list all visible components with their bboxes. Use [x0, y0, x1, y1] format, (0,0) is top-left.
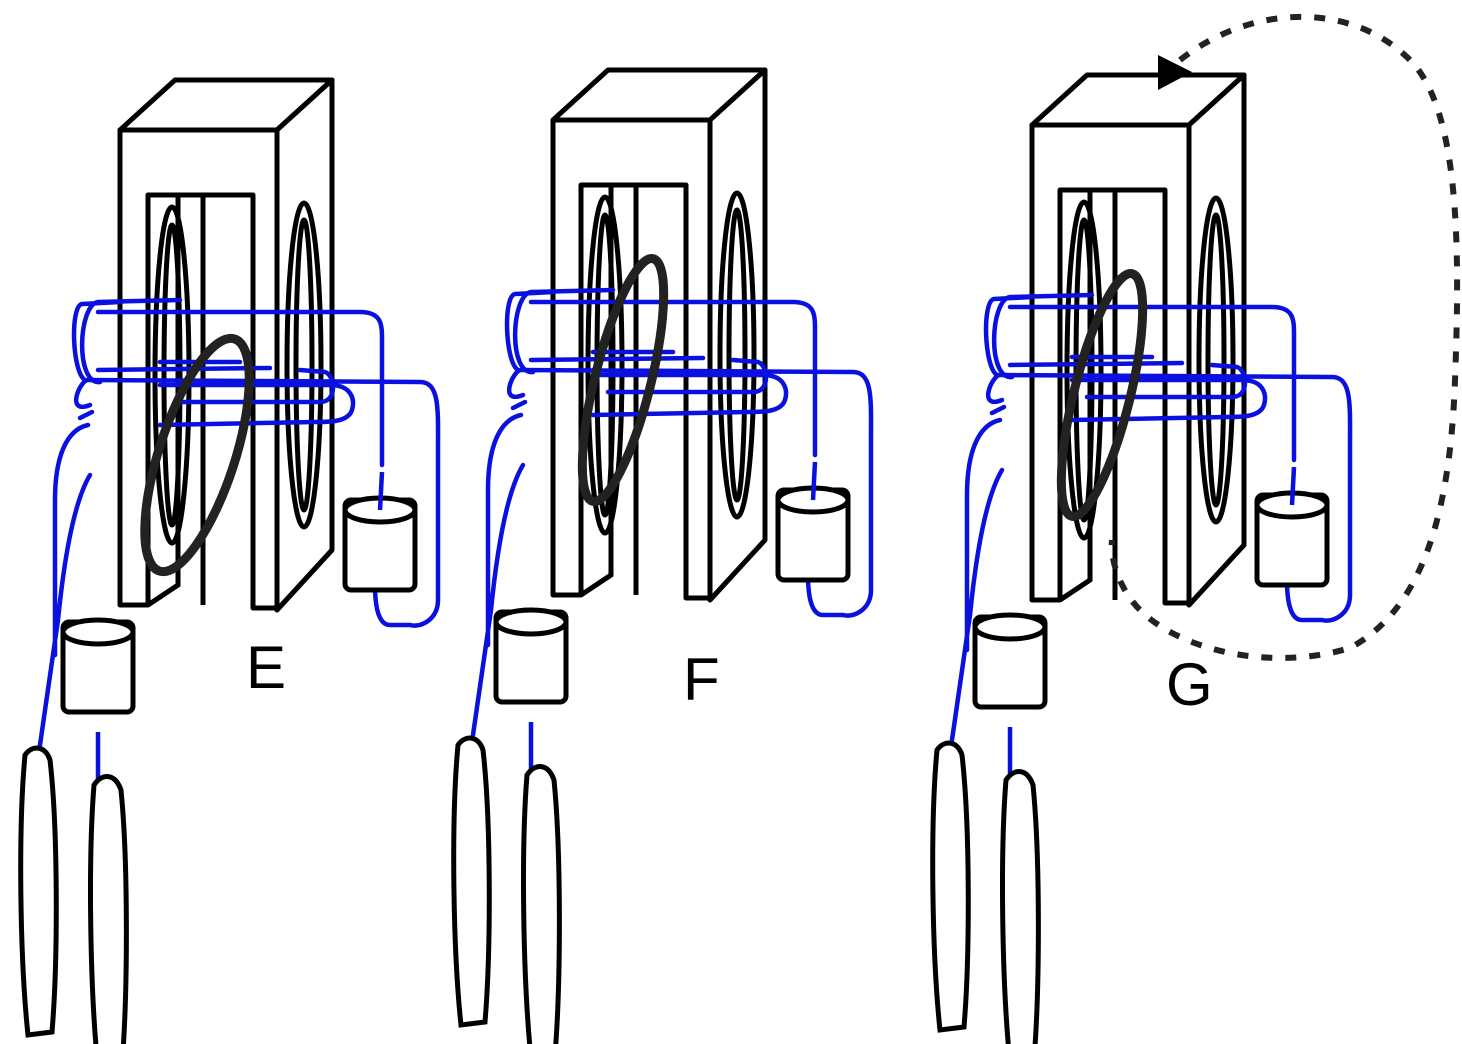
- panel-e-loop: [140, 333, 254, 577]
- panel-e-label: E: [246, 634, 286, 701]
- panel-e: [21, 80, 438, 1044]
- panel-f-label: F: [683, 646, 720, 713]
- panel-g-loop: [1056, 269, 1148, 521]
- panel-g-label: G: [1166, 651, 1213, 718]
- panel-g-flux-path: [1108, 13, 1461, 661]
- panel-g: [933, 75, 1350, 1044]
- panel-f: [454, 70, 871, 1044]
- panel-f-loop: [577, 254, 669, 506]
- arrowhead-right-icon: [1158, 55, 1192, 90]
